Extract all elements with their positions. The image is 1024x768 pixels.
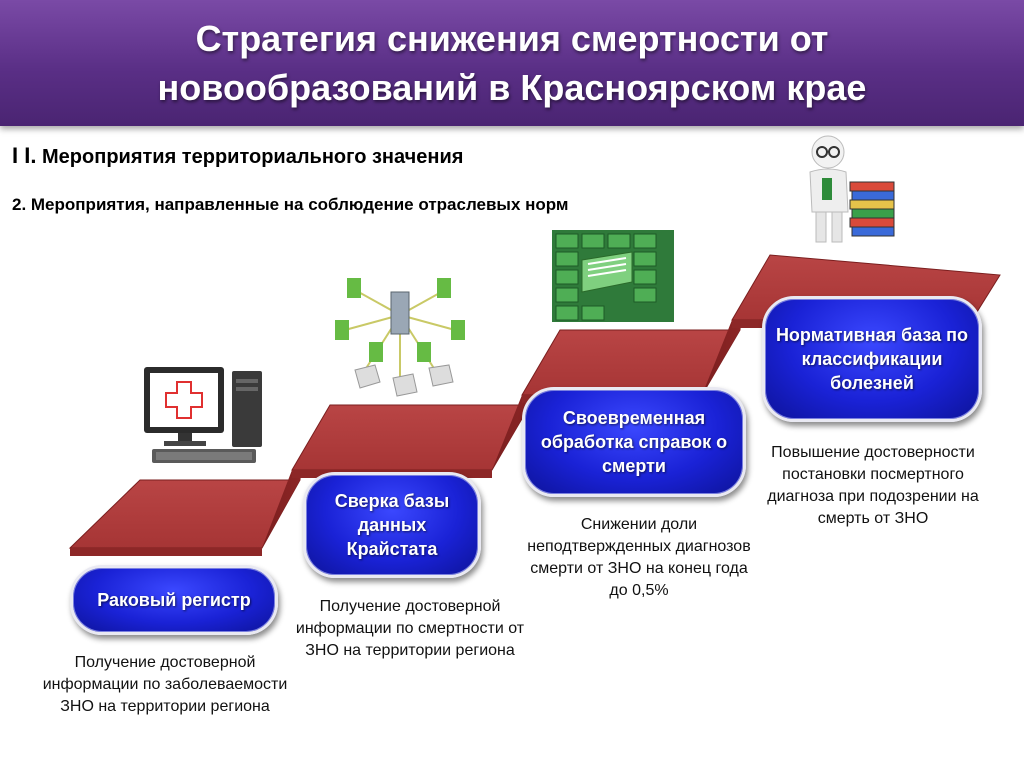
section-number: I I. [12,143,37,168]
step-description-1: Получение достоверной информации по забо… [42,654,288,715]
section-title: Мероприятия территориального значения [42,146,464,168]
step-description-3: Снижении доли неподтвержденных диагнозов… [527,516,751,599]
stair-front-1 [70,548,262,556]
step-box-cancer-registry: Раковый регистр [70,565,278,635]
page-title: Стратегия снижения смертности от новообр… [157,18,867,108]
computer-medical-icon [144,367,262,463]
stair-tread-2 [291,404,531,471]
stair-tread-1 [68,479,301,549]
step-box-death-certificates: Своевременная обработка справок о смерти [522,387,746,497]
section-heading: I I. Мероприятия территориального значен… [12,143,463,169]
file-cabinet-icon [552,230,674,322]
step-description-2: Получение достоверной информации по смер… [295,598,525,659]
step-box-disease-classification: Нормативная база по классификации болезн… [762,296,982,422]
subsection-heading: 2. Мероприятия, направленные на соблюден… [12,195,569,214]
person-with-books-icon [809,135,895,243]
network-database-icon [335,278,465,397]
step-description-4: Повышение достоверности постановки посме… [767,444,979,527]
header-banner: Стратегия снижения смертности от новообр… [0,0,1024,126]
step-box-krajstat-reconciliation: Сверка базы данных Крайстата [303,472,481,578]
